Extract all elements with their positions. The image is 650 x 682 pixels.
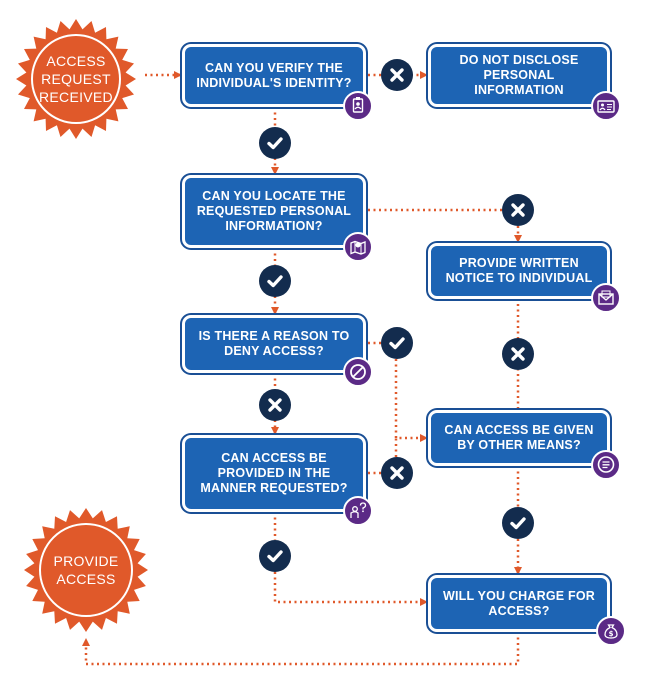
check-mark-icon: [381, 327, 413, 359]
money-bag-icon: $: [596, 616, 626, 646]
manner-requested-box: CAN ACCESS BE PROVIDED IN THE MANNER REQ…: [182, 435, 366, 512]
other-means-box: CAN ACCESS BE GIVEN BY OTHER MEANS?: [428, 410, 610, 466]
no-mark-icon: [502, 194, 534, 226]
person-question-icon: [343, 496, 373, 526]
provide-access-burst: [24, 508, 148, 632]
envelope-icon: [591, 283, 621, 313]
charge-for-access-box: WILL YOU CHARGE FOR ACCESS?: [428, 575, 610, 632]
no-mark-icon: [381, 59, 413, 91]
charge-for-access-label: WILL YOU CHARGE FOR ACCESS?: [443, 588, 595, 618]
access-received-burst: [16, 19, 136, 139]
do-not-disclose-label: DO NOT DISCLOSE PERSONAL INFORMATION: [459, 53, 579, 97]
check-mark-icon: [259, 265, 291, 297]
no-mark-icon: [259, 389, 291, 421]
no-mark-icon: [381, 457, 413, 489]
id-card-icon: [591, 91, 621, 121]
access-received-label: ACCESS REQUEST RECEIVED: [39, 53, 113, 105]
connector-yes-to-other: [394, 359, 428, 442]
check-mark-icon: [259, 540, 291, 572]
written-notice-box: PROVIDE WRITTEN NOTICE TO INDIVIDUAL: [428, 243, 610, 299]
check-mark-icon: [259, 127, 291, 159]
id-badge-icon: [343, 91, 373, 121]
connector-charge-to-provide: [82, 632, 520, 666]
manner-requested-label: CAN ACCESS BE PROVIDED IN THE MANNER REQ…: [200, 451, 348, 495]
prohibited-icon: [343, 357, 373, 387]
verify-identity-label: CAN YOU VERIFY THE INDIVIDUAL'S IDENTITY…: [196, 60, 352, 90]
reason-to-deny-box: IS THERE A REASON TO DENY ACCESS?: [182, 315, 366, 373]
do-not-disclose-box: DO NOT DISCLOSE PERSONAL INFORMATION: [428, 44, 610, 107]
connector-yes-to-charge-left: [273, 572, 428, 606]
map-pin-icon: [343, 232, 373, 262]
check-mark-icon: [502, 507, 534, 539]
provide-access-label: PROVIDE ACCESS: [53, 553, 119, 587]
reason-to-deny-label: IS THERE A REASON TO DENY ACCESS?: [198, 329, 350, 358]
chat-bubble-icon: [591, 450, 621, 480]
other-means-label: CAN ACCESS BE GIVEN BY OTHER MEANS?: [444, 423, 594, 452]
no-mark-icon: [502, 338, 534, 370]
verify-identity-box: CAN YOU VERIFY THE INDIVIDUAL'S IDENTITY…: [182, 44, 366, 107]
locate-information-box: CAN YOU LOCATE THE REQUESTED PERSONAL IN…: [182, 175, 366, 248]
svg-text:$: $: [609, 630, 614, 638]
written-notice-label: PROVIDE WRITTEN NOTICE TO INDIVIDUAL: [445, 256, 593, 285]
locate-information-label: CAN YOU LOCATE THE REQUESTED PERSONAL IN…: [196, 189, 352, 233]
